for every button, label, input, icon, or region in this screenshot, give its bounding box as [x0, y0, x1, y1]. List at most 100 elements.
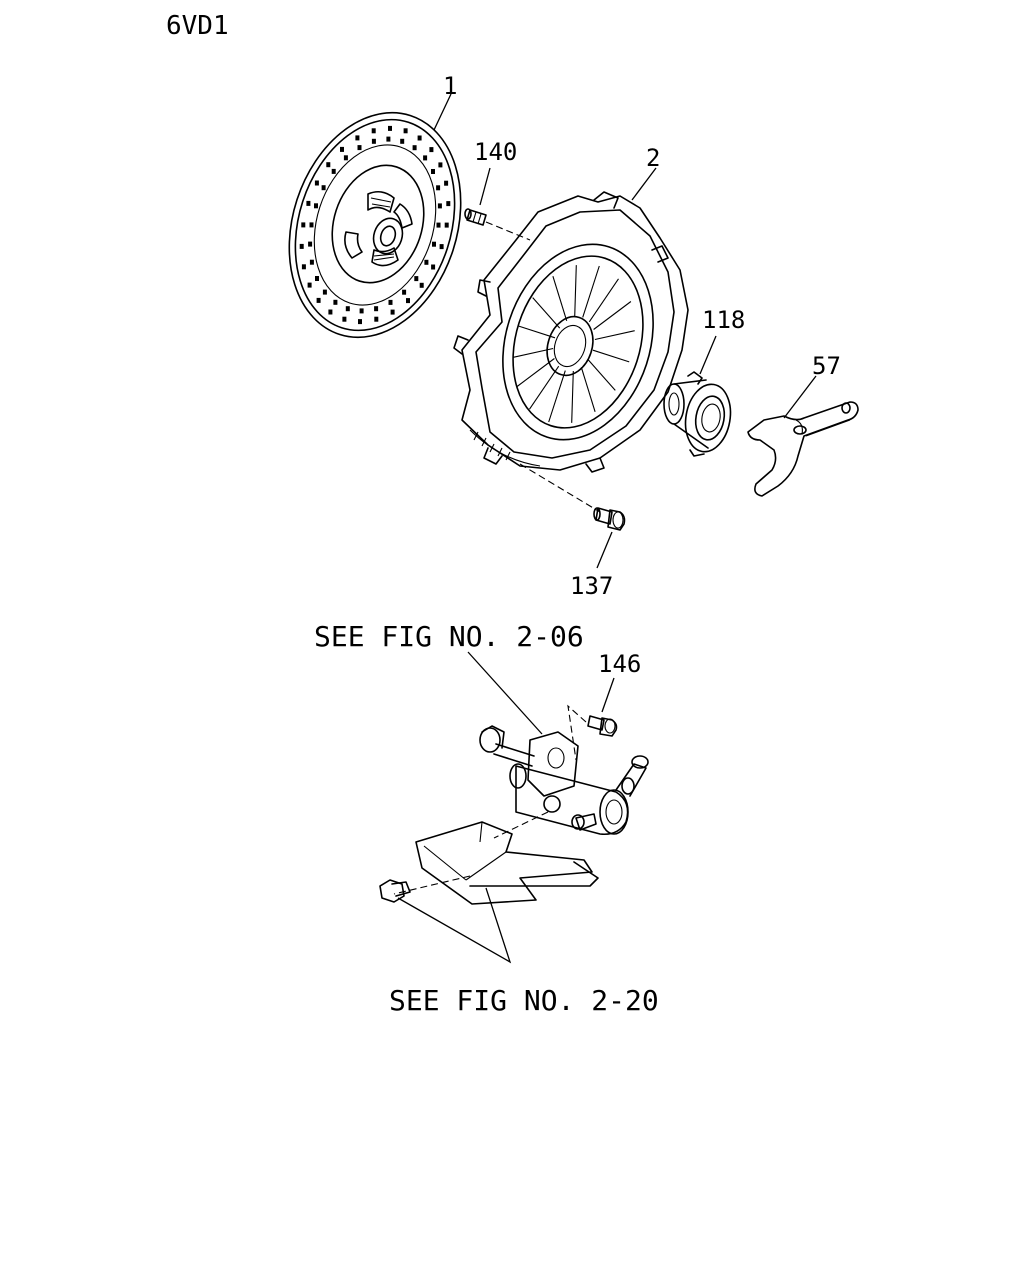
- rivet: [406, 298, 410, 304]
- rivet: [446, 201, 451, 207]
- rivet: [436, 185, 441, 191]
- rivet: [333, 299, 338, 305]
- leader-line-146: [601, 677, 615, 713]
- rivet: [429, 147, 434, 153]
- diaphragm-finger: [548, 370, 566, 423]
- callout-118[interactable]: 118: [702, 306, 745, 334]
- release-fork[interactable]: [747, 401, 859, 497]
- leader-line-ref-2-06: [467, 651, 543, 735]
- diaphragm-finger: [532, 297, 561, 329]
- rivet: [438, 162, 443, 168]
- diaphragm-finger: [592, 349, 630, 363]
- callout-57[interactable]: 57: [812, 352, 841, 380]
- rivet: [432, 241, 436, 247]
- rivet: [309, 259, 314, 265]
- bolt-137-axis: [519, 463, 601, 513]
- rivet: [388, 125, 392, 131]
- rivet: [444, 222, 449, 228]
- rivet: [403, 128, 408, 134]
- dowel-pin[interactable]: [464, 208, 487, 226]
- bracket-axis-1: [493, 811, 549, 839]
- pressure-plate[interactable]: [453, 191, 689, 473]
- callout-137[interactable]: 137: [570, 572, 613, 600]
- model-code: 6VD1: [166, 11, 229, 41]
- rivet: [371, 128, 376, 134]
- rivet: [417, 135, 422, 141]
- diaphragm-finger: [588, 278, 619, 323]
- rivet: [326, 162, 331, 168]
- rivet: [308, 241, 313, 247]
- rivet: [307, 282, 312, 288]
- diaphragm-finger: [552, 276, 568, 321]
- rivet: [412, 145, 417, 151]
- rivet: [314, 180, 319, 186]
- rivet: [437, 203, 442, 209]
- rivet: [358, 319, 362, 325]
- rivet: [321, 185, 326, 191]
- rivet: [328, 309, 333, 315]
- diaphragm-finger: [574, 265, 577, 318]
- rivet: [342, 316, 347, 322]
- dowel-pin-axis: [485, 221, 531, 241]
- callout-1[interactable]: 1: [443, 72, 457, 100]
- rivet: [355, 135, 360, 141]
- diaphragm-finger: [594, 330, 635, 341]
- rivet: [357, 145, 362, 151]
- rivet: [439, 244, 444, 250]
- rivet: [402, 289, 407, 295]
- slave-cylinder[interactable]: [479, 725, 649, 836]
- pressure-plate-bolt[interactable]: [593, 507, 626, 531]
- diaphragm-finger: [529, 365, 560, 410]
- rivet: [306, 200, 311, 206]
- rivet: [431, 169, 435, 174]
- diaphragm-finger: [518, 325, 556, 339]
- mounting-bracket[interactable]: [415, 821, 599, 905]
- callout-2[interactable]: 2: [646, 144, 660, 172]
- callout-146[interactable]: 146: [598, 650, 641, 678]
- rivet: [444, 180, 449, 186]
- rivet: [386, 136, 391, 142]
- bracket-axis-2: [393, 875, 471, 895]
- rivet: [388, 299, 393, 305]
- leader-line-1: [433, 93, 452, 131]
- rivet: [301, 264, 306, 270]
- rivet: [343, 155, 348, 161]
- diaphragm-finger: [582, 265, 600, 318]
- rivet: [309, 222, 314, 228]
- diaphragm-finger: [593, 301, 632, 330]
- diaphragm-finger: [587, 359, 616, 391]
- rivet: [414, 276, 419, 282]
- rivet: [431, 264, 436, 270]
- leader-line-140: [479, 167, 491, 206]
- diaphragm-finger: [516, 358, 555, 387]
- cylinder-bolt[interactable]: [587, 715, 618, 737]
- rivet: [374, 316, 379, 322]
- diaphragm-finger: [571, 370, 574, 423]
- rivet: [359, 308, 364, 314]
- callout-140[interactable]: 140: [474, 138, 517, 166]
- rivet: [315, 276, 319, 281]
- clutch-disc[interactable]: [261, 90, 488, 359]
- rivet: [436, 222, 441, 228]
- rivet: [314, 203, 318, 209]
- rivet: [301, 222, 306, 228]
- diaphragm-finger: [513, 347, 554, 358]
- leader-line-ref-2-20: [397, 887, 512, 964]
- leader-line-118: [699, 335, 717, 375]
- diaphragm-finger: [580, 367, 596, 412]
- leader-line-137: [596, 531, 613, 569]
- rivet: [390, 309, 395, 315]
- rivet: [374, 306, 379, 312]
- rivet: [400, 138, 405, 144]
- leader-line-57: [783, 375, 817, 419]
- bracket-bolt[interactable]: [379, 879, 411, 903]
- rivet: [316, 297, 321, 303]
- release-bearing[interactable]: [663, 371, 736, 457]
- rivet: [331, 168, 336, 174]
- ref-fig-2-20[interactable]: SEE FIG NO. 2-20: [389, 984, 659, 1017]
- rivet: [345, 306, 350, 312]
- ref-fig-2-06[interactable]: SEE FIG NO. 2-06: [314, 620, 584, 653]
- rivet: [299, 243, 304, 249]
- rivet: [424, 259, 429, 265]
